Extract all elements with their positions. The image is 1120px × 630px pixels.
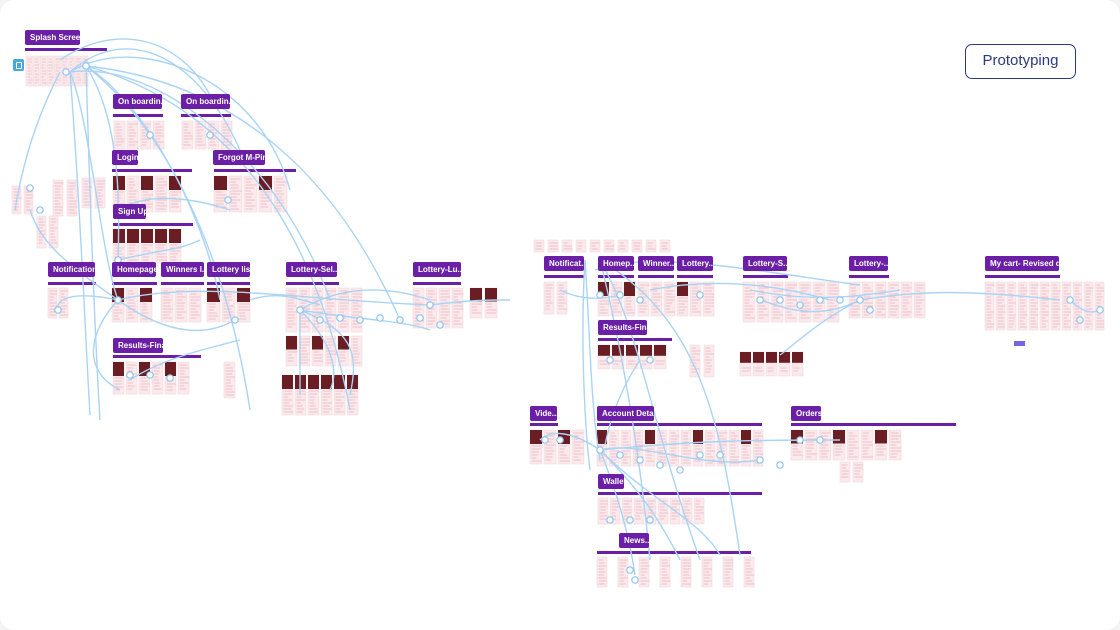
- flow-label-my-cart[interactable]: My cart- Revised d...: [985, 256, 1059, 271]
- screen-thumbnail: [722, 556, 734, 588]
- screen-thumbnail: [603, 239, 615, 253]
- flow-label-winners-list[interactable]: Winners l...: [161, 262, 204, 277]
- flow-label-results-final-1[interactable]: Results-Final: [113, 338, 163, 353]
- flow-label-winners-2[interactable]: Winner...: [638, 256, 674, 271]
- section-bar: [530, 423, 558, 426]
- flow-label-sign-up[interactable]: Sign Up: [113, 204, 146, 219]
- flow-label-notification-2[interactable]: Notificat...: [544, 256, 584, 271]
- screen-thumbnail: [1050, 281, 1061, 331]
- screen-thumbnail: [1039, 281, 1050, 331]
- flow-label-lottery-lucky[interactable]: Lottery-Lu...: [413, 262, 461, 277]
- screen-thumbnail: [533, 239, 545, 253]
- flow-label-onboarding-2[interactable]: On boardin...: [181, 94, 230, 109]
- flow-label-video[interactable]: Vide...: [530, 406, 557, 421]
- screen-thumbnail: [575, 239, 587, 253]
- screen-thumbnail: [617, 239, 629, 253]
- section-bar: [413, 282, 461, 285]
- section-bar: [985, 275, 1060, 278]
- screen-thumbnail: [543, 281, 555, 315]
- screen-thumbnail: [984, 281, 995, 331]
- screen-thumbnail: [846, 429, 860, 461]
- screen-thumbnail: [743, 556, 755, 588]
- screen-thumbnail: [701, 556, 713, 588]
- flow-label-lottery-3[interactable]: Lottery-...: [849, 256, 888, 271]
- flow-label-news[interactable]: News...: [619, 533, 649, 548]
- section-bar: [849, 275, 889, 278]
- flow-label-homepage[interactable]: Homepage: [112, 262, 156, 277]
- flow-label-onboarding-1[interactable]: On boardin...: [113, 94, 162, 109]
- screen-thumbnail: [529, 429, 543, 465]
- screen-thumbnail: [631, 239, 643, 253]
- flow-label-account-details[interactable]: Account Details: [597, 406, 654, 421]
- screen-thumbnail: [839, 461, 851, 483]
- flow-label-lottery-list[interactable]: Lottery list: [207, 262, 250, 277]
- section-bar: [544, 275, 584, 278]
- screen-thumbnail: [645, 239, 657, 253]
- screen-thumbnail: [659, 239, 671, 253]
- flow-label-splash-screen[interactable]: Splash Screen: [25, 30, 80, 45]
- flow-label-lottery-select-1[interactable]: Lottery-Sel...: [286, 262, 337, 277]
- flow-label-wallet[interactable]: Wallet: [598, 474, 624, 489]
- screen-thumbnail: [888, 429, 902, 461]
- flow-label-orders[interactable]: Orders: [791, 406, 821, 421]
- flow-label-login[interactable]: Login: [112, 150, 138, 165]
- screen-thumbnail: [860, 429, 874, 461]
- screen-thumbnail: [752, 351, 765, 377]
- flow-label-notification[interactable]: Notification: [48, 262, 95, 277]
- flow-label-results-final-2[interactable]: Results-Final: [598, 320, 647, 335]
- prototyping-mode-button[interactable]: Prototyping: [965, 44, 1076, 79]
- screen-thumbnail: [1061, 281, 1072, 331]
- section-bar: [791, 423, 956, 426]
- flow-label-lottery-select-2[interactable]: Lottery-S...: [743, 256, 787, 271]
- screen-thumbnail: [765, 351, 778, 377]
- flow-label-lottery-2[interactable]: Lottery...: [677, 256, 713, 271]
- screen-thumbnail: [589, 239, 601, 253]
- flow-label-homepage-2[interactable]: Homep...: [598, 256, 634, 271]
- screen-thumbnail: [1006, 281, 1017, 331]
- screen-thumbnail: [561, 239, 573, 253]
- flow-label-forgot-mpin[interactable]: Forgot M-Pin: [213, 150, 265, 165]
- screen-thumbnail: [852, 461, 864, 483]
- frame-icon[interactable]: [13, 59, 24, 71]
- screen-thumbnail: [547, 239, 559, 253]
- screen-thumbnail: [874, 429, 888, 461]
